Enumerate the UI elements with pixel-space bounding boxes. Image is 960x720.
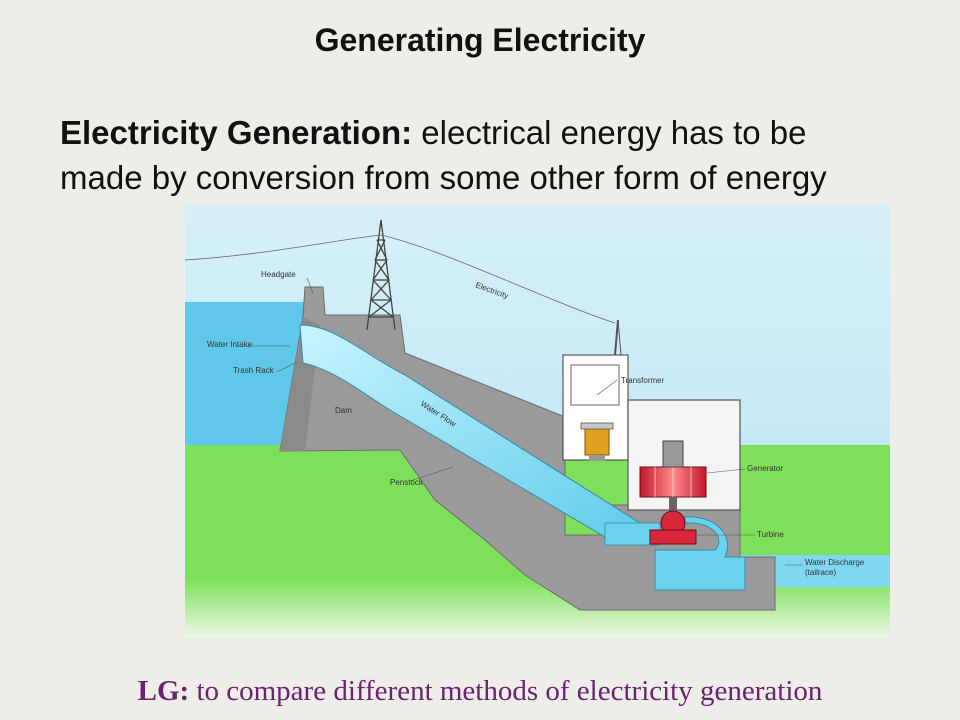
label-turbine: Turbine bbox=[757, 530, 784, 539]
label-water-discharge: Water Discharge bbox=[805, 558, 865, 567]
label-tailrace: (tailrace) bbox=[805, 568, 836, 577]
label-dam: Dam bbox=[335, 406, 352, 415]
definition-body: electrical energy has to be made by conv… bbox=[60, 114, 827, 196]
label-transformer: Transformer bbox=[621, 376, 665, 385]
label-water-intake: Water Intake bbox=[207, 340, 253, 349]
hydroelectric-dam-diagram: Headgate Water Intake Trash Rack Dam Pen… bbox=[185, 205, 890, 637]
learning-goal: LG: to compare different methods of elec… bbox=[0, 675, 960, 708]
power-line bbox=[185, 234, 382, 261]
label-penstock: Penstock bbox=[390, 478, 424, 487]
learning-goal-label: LG: bbox=[137, 675, 190, 707]
reservoir-water bbox=[185, 302, 310, 445]
transmission-tower bbox=[366, 219, 396, 331]
definition-text: Electricity Generation: electrical energ… bbox=[60, 110, 880, 200]
definition-term: Electricity Generation: bbox=[60, 114, 413, 151]
transformer bbox=[584, 426, 610, 456]
learning-goal-text: to compare different methods of electric… bbox=[196, 675, 823, 707]
power-line bbox=[380, 234, 616, 324]
label-trash-rack: Trash Rack bbox=[233, 366, 275, 375]
tailrace-water bbox=[740, 555, 890, 587]
slide-title: Generating Electricity bbox=[314, 22, 646, 58]
label-generator: Generator bbox=[747, 464, 783, 473]
label-headgate: Headgate bbox=[261, 270, 296, 279]
